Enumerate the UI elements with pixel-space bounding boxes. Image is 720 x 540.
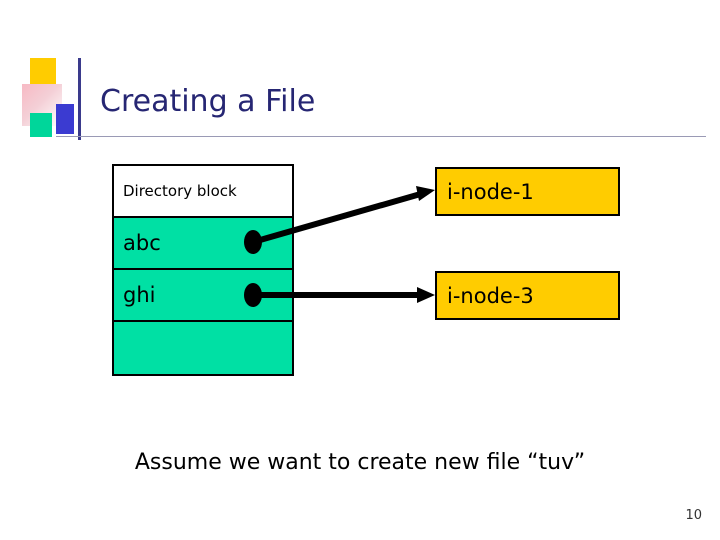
page-title: Creating a File (100, 84, 316, 119)
table-row: abc (114, 218, 292, 270)
logo-yellow-square (30, 58, 56, 84)
title-divider (56, 136, 706, 137)
logo-vertical-bar (78, 58, 81, 140)
directory-block-header: Directory block (114, 166, 292, 218)
directory-block-table: Directory block abc ghi (112, 164, 294, 376)
logo-blue-square (56, 104, 74, 134)
slide-caption: Assume we want to create new file “tuv” (134, 450, 586, 475)
page-number: 10 (685, 508, 702, 523)
inode-box-3: i-node-3 (435, 271, 620, 320)
inode-box-1: i-node-1 (435, 167, 620, 216)
decorative-logo (22, 58, 94, 140)
logo-teal-square (30, 113, 52, 137)
table-row: ghi (114, 270, 292, 322)
table-row (114, 322, 292, 374)
